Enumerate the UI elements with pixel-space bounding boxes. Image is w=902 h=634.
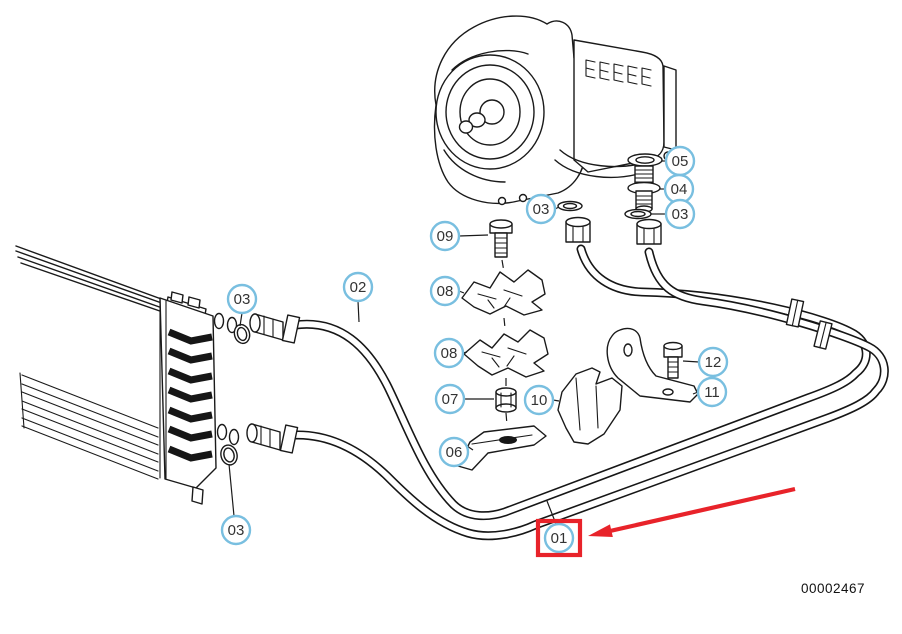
bracket-11: [606, 327, 699, 403]
svg-text:11: 11: [704, 384, 720, 401]
callout-leader-02: [357, 300, 360, 323]
svg-text:10: 10: [531, 392, 548, 409]
svg-text:04: 04: [671, 181, 688, 198]
highlight-box: [535, 518, 583, 558]
oil-cooler-pipes: [246, 216, 889, 541]
callout-balloon-05[interactable]: 05: [664, 145, 696, 177]
doc-number: 00002467: [801, 581, 865, 596]
assembly-centerline: [501, 259, 508, 426]
callout-balloon-08[interactable]: 08: [433, 337, 465, 369]
svg-text:03: 03: [533, 201, 550, 218]
callout-balloon-03[interactable]: 03: [525, 193, 557, 225]
callout-leader-03: [228, 463, 235, 517]
hose-fitting-upper: [249, 313, 301, 344]
bracket-10: [557, 367, 623, 445]
washer-03-left: [557, 200, 583, 212]
svg-text:05: 05: [672, 153, 689, 170]
svg-text:06: 06: [446, 444, 463, 461]
fitting-04: [627, 165, 661, 213]
radiator-foot: [191, 486, 204, 505]
callout-balloon-01[interactable]: 01: [543, 522, 575, 554]
callout-balloon-03[interactable]: 03: [220, 514, 252, 546]
callout-balloon-03[interactable]: 03: [664, 198, 696, 230]
o-ring-lower: [220, 444, 238, 466]
pipe-flange-right: [636, 218, 662, 245]
callout-balloon-06[interactable]: 06: [438, 436, 470, 468]
callout-balloon-10[interactable]: 10: [523, 384, 555, 416]
svg-text:03: 03: [228, 522, 245, 539]
svg-text:03: 03: [672, 206, 689, 223]
svg-text:08: 08: [441, 345, 458, 362]
hose-fitting-lower: [246, 423, 299, 454]
callout-leader-12: [682, 360, 700, 363]
bracket-06: [457, 425, 547, 471]
svg-text:07: 07: [442, 391, 459, 408]
svg-text:03: 03: [234, 291, 251, 308]
svg-text:02: 02: [350, 279, 367, 296]
callout-balloon-04[interactable]: 04: [663, 173, 695, 205]
callout-leader-09: [458, 234, 489, 237]
svg-text:09: 09: [437, 228, 454, 245]
bolt-12: [663, 341, 683, 379]
callout-balloon-08[interactable]: 08: [429, 275, 461, 307]
callout-balloon-12[interactable]: 12: [697, 346, 729, 378]
callout-balloon-02[interactable]: 02: [342, 271, 374, 303]
svg-text:12: 12: [705, 354, 722, 371]
highlight-arrow: [588, 486, 796, 538]
svg-text:01: 01: [551, 530, 568, 547]
radiator: [15, 245, 240, 505]
bolt-09: [489, 219, 513, 258]
washer-03-right: [624, 208, 652, 220]
callout-balloon-03[interactable]: 03: [226, 283, 258, 315]
radiator-side-tank: [159, 297, 217, 489]
transmission: [433, 15, 677, 206]
callout-leader-03: [239, 312, 243, 327]
pipe-flange-left: [565, 216, 591, 243]
rubber-grommet-07: [495, 387, 517, 413]
callout-balloon-11[interactable]: 11: [696, 376, 728, 408]
arrowhead-icon: [588, 524, 613, 538]
svg-text:08: 08: [437, 283, 454, 300]
callout-balloon-09[interactable]: 09: [429, 220, 461, 252]
pipe-clamp-08a: [461, 269, 546, 316]
callout-balloon-07[interactable]: 07: [434, 383, 466, 415]
washer-05: [627, 153, 663, 167]
pipe-clamp-08b: [463, 329, 549, 378]
o-ring-upper: [233, 323, 251, 345]
callout-balloons: 03 02 09 03 05 04 03 08 08 07 10 06 12 11 03 01: [220, 145, 729, 554]
